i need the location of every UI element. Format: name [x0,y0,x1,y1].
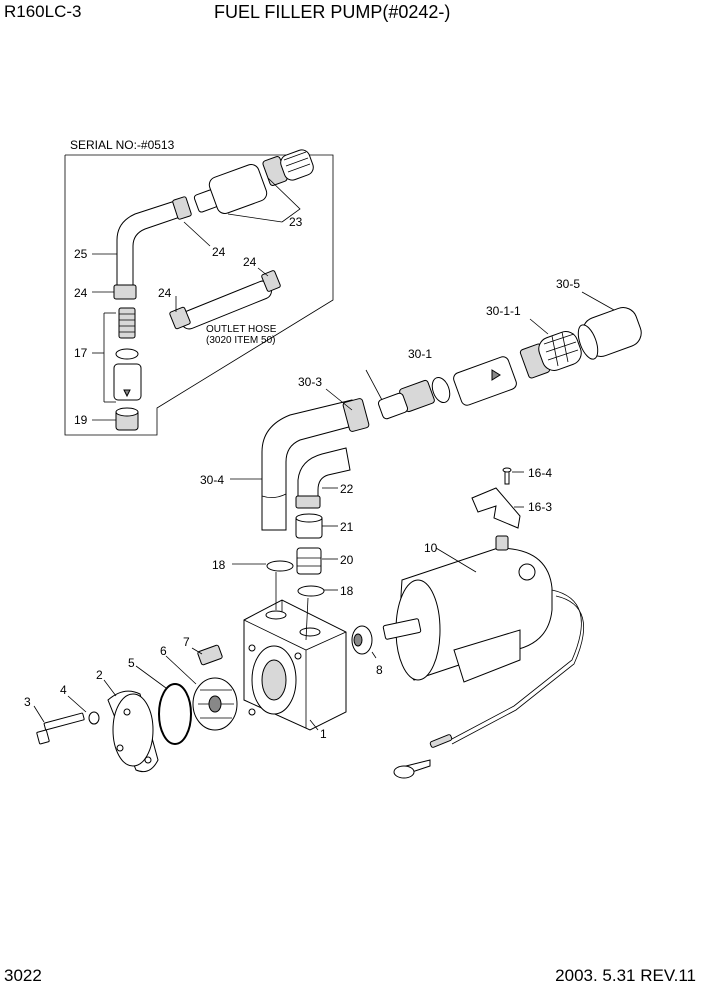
serial-inset: SERIAL NO:-#0513 [64,138,334,436]
strainer-assembly [261,307,642,531]
fittings-stack [266,513,325,597]
inset-filter-assembly [193,149,314,214]
outlet-hose-ref: (3020 ITEM 50) [206,335,275,346]
callout-18-a: 18 [212,558,226,572]
callout-6: 6 [160,644,167,658]
callout-30-4: 30-4 [200,473,224,487]
callout-22: 22 [340,482,354,496]
callout-10: 10 [424,541,438,555]
callout-8: 8 [376,663,383,677]
callout-24-b: 24 [243,255,257,269]
inset-plug-19 [115,407,139,431]
revision-date: 2003. 5.31 REV.11 [555,966,696,985]
pump-body [243,599,347,731]
callout-5: 5 [128,656,135,670]
callout-24-a: 24 [212,245,226,259]
inset-fitting-17 [113,307,142,401]
callout-24-c: 24 [74,286,88,300]
callout-leaders [33,291,615,731]
callout-30-1: 30-1 [408,347,432,361]
callout-16-3: 16-3 [528,500,552,514]
callout-4: 4 [60,683,67,697]
callout-7: 7 [183,635,190,649]
callout-19: 19 [74,413,88,427]
callout-30-5: 30-5 [556,277,580,291]
callout-30-3: 30-3 [298,375,322,389]
callout-3: 3 [24,695,31,709]
model-label: R160LC-3 [4,2,82,21]
callout-21: 21 [340,520,354,534]
callout-25: 25 [74,247,88,261]
bracket-16 [471,467,521,529]
callout-18-b: 18 [340,584,354,598]
callout-1: 1 [320,727,327,741]
page-title: FUEL FILLER PUMP(#0242-) [214,2,451,22]
callout-16-4: 16-4 [528,466,552,480]
callout-labels: 23 24 25 24 24 24 17 19 30-5 30-1-1 30-1… [24,215,580,741]
motor-10 [382,535,584,779]
callout-23: 23 [289,215,303,229]
outlet-hose-label: OUTLET HOSE [206,324,277,335]
callout-17: 17 [74,346,88,360]
coupling-8 [351,625,373,655]
callout-30-1-1: 30-1-1 [486,304,521,318]
callout-24-d: 24 [158,286,172,300]
callout-20: 20 [340,553,354,567]
inset-outlet-hose [169,270,281,330]
page-number: 3022 [4,966,42,985]
pump-internals [36,644,238,773]
callout-2: 2 [96,668,103,682]
inset-elbow-hose [113,196,192,300]
serial-number-label: SERIAL NO:-#0513 [70,138,175,152]
